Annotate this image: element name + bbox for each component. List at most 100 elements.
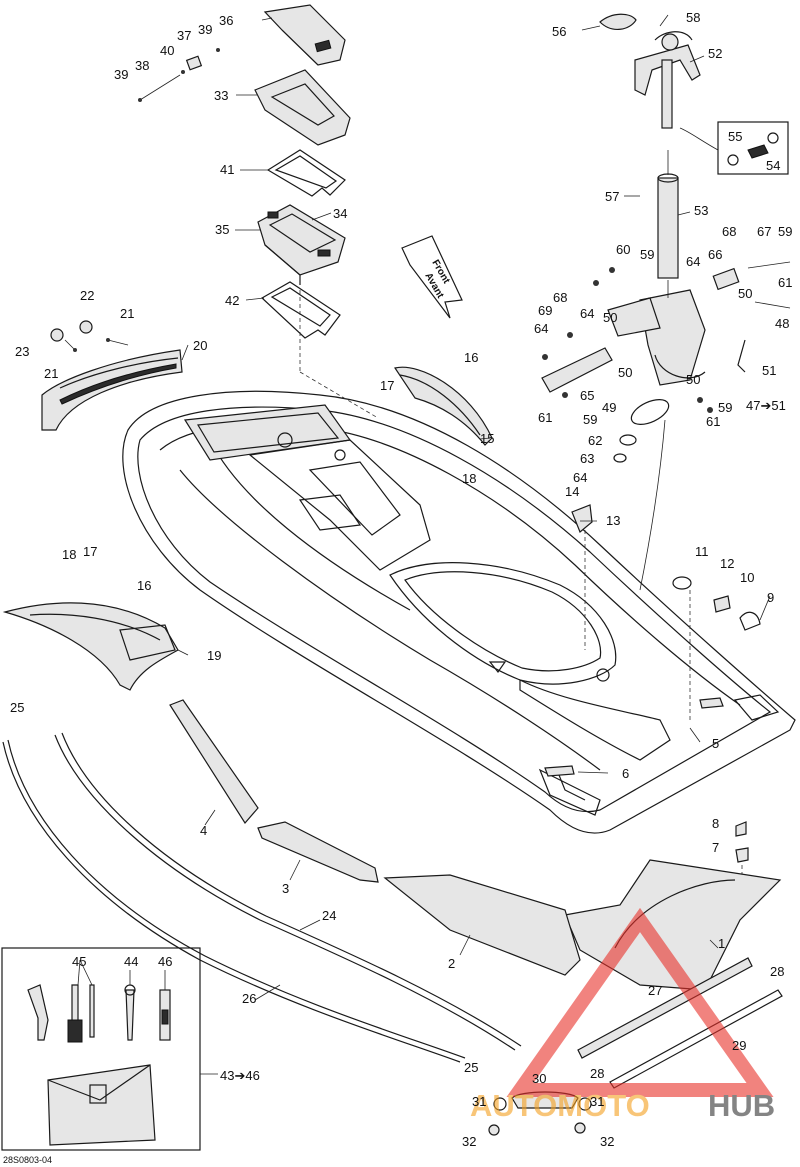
gasket-42: [260, 281, 341, 339]
callout-60: 60: [616, 242, 630, 257]
callout-59a: 59: [640, 247, 654, 262]
callout-31b: 31: [590, 1094, 604, 1109]
callout-69: 69: [538, 303, 552, 318]
callout-42: 42: [225, 293, 239, 308]
callout-29: 29: [732, 1038, 746, 1053]
callout-64b: 64: [580, 306, 594, 321]
callout-7: 7: [712, 840, 719, 855]
callout-3: 3: [282, 881, 289, 896]
hardware-9-14: [571, 504, 761, 880]
callout-30: 30: [532, 1071, 546, 1086]
callout-37: 37: [177, 28, 191, 43]
rub-strip-24: [54, 732, 522, 1051]
callout-28b: 28: [590, 1066, 604, 1081]
callout-33: 33: [214, 88, 228, 103]
callout-35: 35: [215, 222, 229, 237]
callout-13: 13: [606, 513, 620, 528]
callout-63: 63: [580, 451, 594, 466]
callout-17a: 17: [380, 378, 394, 393]
callout-32a: 32: [462, 1134, 476, 1149]
callout-66: 66: [708, 247, 722, 262]
callout-56: 56: [552, 24, 566, 39]
callout-57: 57: [605, 189, 619, 204]
callout-25a: 25: [10, 700, 24, 715]
callout-59d: 59: [718, 400, 732, 415]
callout-6: 6: [622, 766, 629, 781]
callout-9: 9: [767, 590, 774, 605]
callout-61a: 61: [778, 275, 792, 290]
side-panel-19: [2, 602, 179, 691]
callout-27: 27: [648, 983, 662, 998]
screw-set-37-40: [138, 48, 220, 102]
callout-16b: 16: [137, 578, 151, 593]
callout-50a: 50: [738, 286, 752, 301]
detail-box-54-55: [679, 121, 789, 175]
callout-61b: 61: [538, 410, 552, 425]
callout-50c: 50: [618, 365, 632, 380]
callout-26: 26: [242, 991, 256, 1006]
callout-50d: 50: [686, 372, 700, 387]
callout-59b: 59: [778, 224, 792, 239]
callout-labels: 1 2 3 4 5 6 7 8 9 10 11 12 13 14 15 16 1…: [3, 10, 792, 1165]
callout-67: 67: [757, 224, 771, 239]
callout-64c: 64: [534, 321, 548, 336]
callout-34: 34: [333, 206, 347, 221]
callout-28a: 28: [770, 964, 784, 979]
storage-cover-36: [263, 4, 346, 66]
steering-support-assembly: [541, 261, 791, 463]
gasket-41: [266, 149, 346, 197]
callout-21a: 21: [120, 306, 134, 321]
callout-38: 38: [135, 58, 149, 73]
callout-41: 41: [220, 162, 234, 177]
callout-17b: 17: [83, 544, 97, 559]
watermark-brand-a: AUTOMOTO: [470, 1088, 650, 1123]
steering-column-53: [657, 173, 679, 279]
callout-21b: 21: [44, 366, 58, 381]
callout-18a: 18: [462, 471, 476, 486]
callout-23: 23: [15, 344, 29, 359]
callout-11: 11: [695, 544, 709, 559]
callout-2: 2: [448, 956, 455, 971]
callout-54: 54: [766, 158, 780, 173]
front-direction-tag: Front Avant: [401, 235, 463, 319]
callout-51: 51: [762, 363, 776, 378]
callout-40: 40: [160, 43, 174, 58]
small-pads-5-6: [544, 697, 724, 777]
callout-64a: 64: [686, 254, 700, 269]
mat-2: [383, 874, 581, 976]
diagram-code: 28S0803-04: [3, 1155, 52, 1165]
callout-50b: 50: [603, 310, 617, 325]
leader-lines: [77, 14, 771, 1075]
callout-68b: 68: [553, 290, 567, 305]
callout-16a: 16: [464, 350, 478, 365]
callout-10: 10: [740, 570, 754, 585]
callout-68a: 68: [722, 224, 736, 239]
callout-55: 55: [728, 129, 742, 144]
callout-46: 46: [158, 954, 172, 969]
watermark-logo: AUTOMOTO HUB: [470, 907, 775, 1123]
side-panel-15: [394, 366, 493, 446]
callout-44: 44: [124, 954, 138, 969]
callout-58: 58: [686, 10, 700, 25]
callout-15: 15: [480, 431, 494, 446]
callout-48: 48: [775, 316, 789, 331]
callout-19: 19: [207, 648, 221, 663]
callout-49: 49: [602, 400, 616, 415]
grab-handle-20: [41, 320, 183, 431]
kit-range-label: 43➔46: [220, 1068, 260, 1083]
callout-53: 53: [694, 203, 708, 218]
callout-39b: 39: [198, 22, 212, 37]
callout-36: 36: [219, 13, 233, 28]
steering-handle-52: [599, 13, 701, 129]
callout-32b: 32: [600, 1134, 614, 1149]
callout-25b: 25: [464, 1060, 478, 1075]
callout-5: 5: [712, 736, 719, 751]
callout-12: 12: [720, 556, 734, 571]
callout-59c: 59: [583, 412, 597, 427]
mat-3: [257, 821, 379, 883]
ref-47-51-label: 47➔51: [746, 398, 786, 413]
storage-bin-35: [257, 204, 346, 285]
mat-4: [169, 699, 259, 825]
